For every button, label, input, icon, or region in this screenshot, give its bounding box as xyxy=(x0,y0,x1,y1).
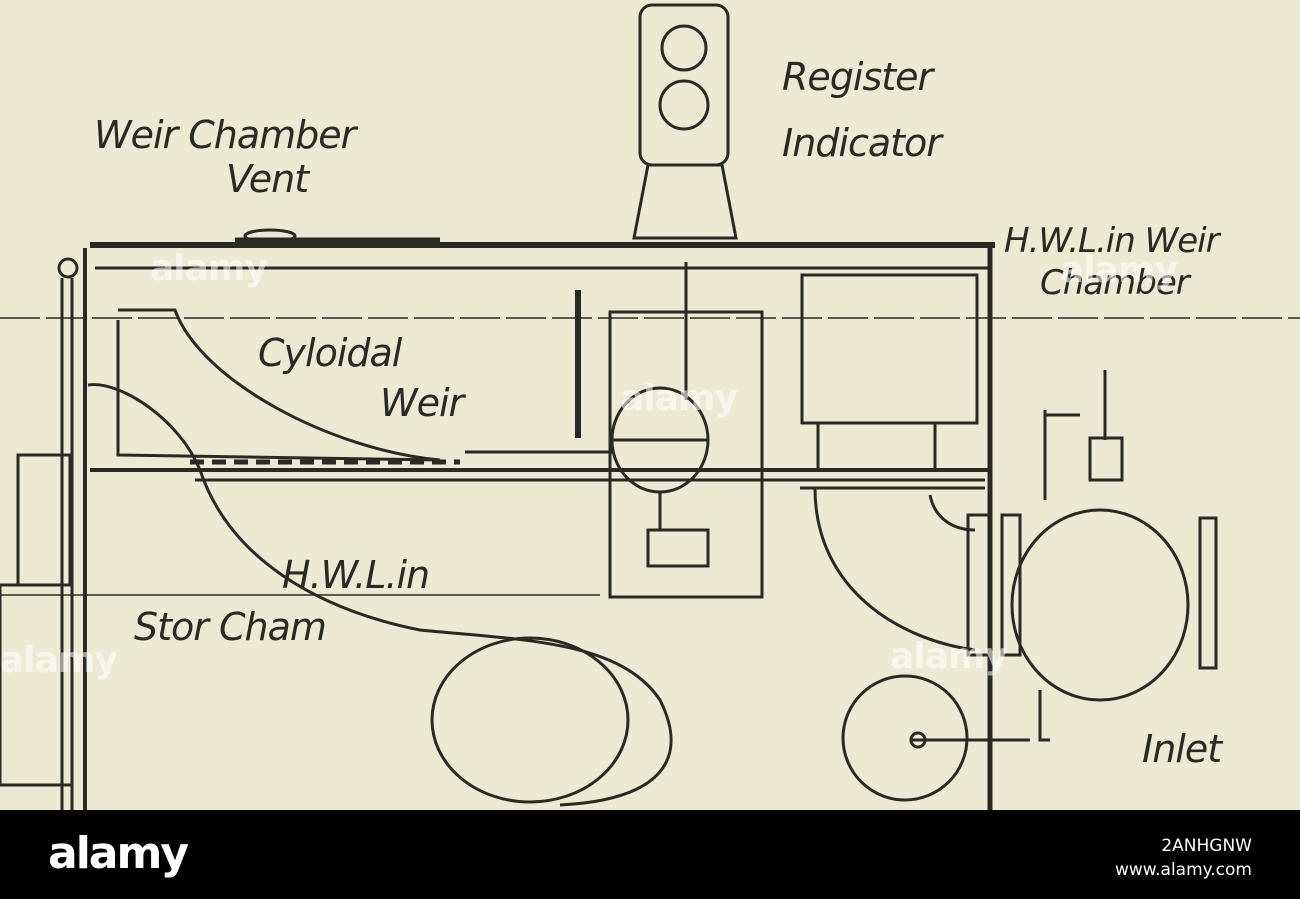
lower-valve xyxy=(841,674,969,802)
watermark-text: alamy xyxy=(620,378,738,419)
meter-diagram xyxy=(0,3,1300,810)
hwl-weir-label-line1: H.W.L.in Weir xyxy=(1004,221,1220,261)
image-id: 2ANHGNW xyxy=(1161,836,1252,856)
weir-chamber-vent-label-line1: Weir Chamber xyxy=(94,113,356,157)
brand-logo: alamy xyxy=(48,828,189,879)
indicator-dial xyxy=(658,79,710,131)
inlet-body xyxy=(1010,508,1190,702)
footer-bar xyxy=(0,810,1300,899)
register-dial xyxy=(660,24,708,72)
cyloidal-weir-label-line2: Weir xyxy=(380,381,464,425)
watermark-text: alamy xyxy=(890,636,1008,677)
weir-chamber-vent-label-line2: Vent xyxy=(226,157,309,201)
watermark-text: alamy xyxy=(0,640,118,681)
watermark-text: alamy xyxy=(1060,250,1178,291)
cyloidal-weir-label-line1: Cyloidal xyxy=(258,331,402,375)
inlet-label: Inlet xyxy=(1142,727,1222,771)
meter-stand xyxy=(632,163,738,240)
manhole xyxy=(430,636,630,804)
site-url: www.alamy.com xyxy=(1114,860,1252,880)
technical-drawing: Register Indicator Weir Chamber Vent H.W… xyxy=(0,0,1300,810)
indicator-label: Indicator xyxy=(782,121,942,165)
hwl-stor-label-line2: Stor Cham xyxy=(134,605,327,649)
cycloidal-weir xyxy=(116,308,441,462)
meter-housing xyxy=(638,3,730,167)
hwl-weir-label-line2: Chamber xyxy=(1040,263,1190,303)
hwl-stor-label-line1: H.W.L.in xyxy=(282,553,430,597)
register-label: Register xyxy=(782,55,933,99)
broken-section xyxy=(87,383,673,807)
watermark-text: alamy xyxy=(150,248,268,289)
weir-box xyxy=(800,273,979,425)
